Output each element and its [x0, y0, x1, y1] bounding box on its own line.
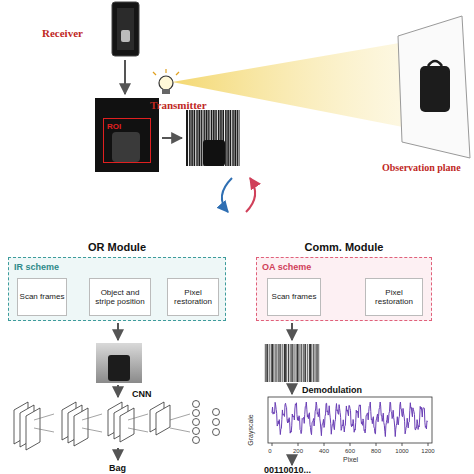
- bulb-transmitter: [153, 69, 179, 94]
- axis-tick: 400: [319, 448, 329, 454]
- phone-screen: [117, 8, 134, 50]
- process-box: Pixel restoration: [167, 278, 219, 316]
- part-label: Receiver: [42, 28, 83, 39]
- scheme-box: Comm. ModuleOA schemeScan framesPixel re…: [256, 257, 432, 321]
- flow-arrow: [291, 323, 293, 340]
- process-box: Scan frames: [267, 278, 321, 316]
- flow-arrow: [291, 460, 293, 465]
- restored-bag: [108, 355, 130, 381]
- axis-tick: 1200: [421, 448, 434, 454]
- grayscale-curve: [272, 402, 428, 446]
- process-box: Scan frames: [17, 278, 67, 316]
- text-label: 00110010...: [264, 466, 311, 474]
- module-heading: OR Module: [9, 241, 225, 253]
- axis-tick: 600: [345, 448, 355, 454]
- curved-arrow: [222, 178, 232, 212]
- box-text: IR scheme: [14, 262, 59, 272]
- roi-box: ROI: [103, 118, 151, 163]
- flow-arrow: [117, 323, 119, 340]
- module-heading: Comm. Module: [257, 241, 431, 253]
- text-label: Grayscale: [247, 414, 254, 446]
- part-label: Observation plane: [382, 163, 461, 173]
- axis-tick: 0: [268, 448, 271, 454]
- frame-object: [112, 132, 140, 162]
- phone-screen-object: [121, 30, 130, 42]
- text-label: Demodulation: [302, 386, 362, 395]
- scheme-box: OR ModuleIR schemeScan framesObject and …: [8, 257, 226, 321]
- flow-arrow: [124, 60, 126, 94]
- phone-receiver: [112, 2, 139, 56]
- restored-image: [96, 343, 142, 383]
- part-label: Transmitter: [150, 100, 207, 111]
- curved-arrow: [246, 178, 255, 212]
- box-text: Pixel restoration: [366, 279, 422, 315]
- box-text: Object and stripe position: [90, 279, 150, 315]
- flow-arrow: [162, 137, 182, 139]
- observation-plane: [398, 16, 470, 158]
- process-box: Pixel restoration: [365, 278, 423, 316]
- captured-frame: [95, 98, 159, 172]
- text-label: Bag: [109, 464, 126, 473]
- text-label: CNN: [132, 390, 152, 399]
- axis-tick: 200: [293, 448, 303, 454]
- box-text: OA scheme: [262, 262, 311, 272]
- bag-object: [420, 66, 450, 112]
- chart-frame: [268, 397, 432, 443]
- flow-arrow: [117, 448, 119, 460]
- process-box: Object and stripe position: [89, 278, 151, 316]
- box-text: ROI: [107, 122, 121, 131]
- box-text: Pixel restoration: [168, 279, 218, 315]
- cnn-network: [14, 401, 220, 451]
- axis-tick: 800: [371, 448, 381, 454]
- axis-tick: 1000: [395, 448, 408, 454]
- box-text: Scan frames: [268, 279, 320, 315]
- flow-arrow: [291, 384, 293, 394]
- text-label: Pixel: [343, 456, 358, 463]
- box-text: Scan frames: [18, 279, 66, 315]
- bag-handle: [428, 61, 442, 66]
- stripe-image: [186, 110, 240, 166]
- flow-arrow: [117, 385, 119, 397]
- barcode-image: [264, 344, 320, 382]
